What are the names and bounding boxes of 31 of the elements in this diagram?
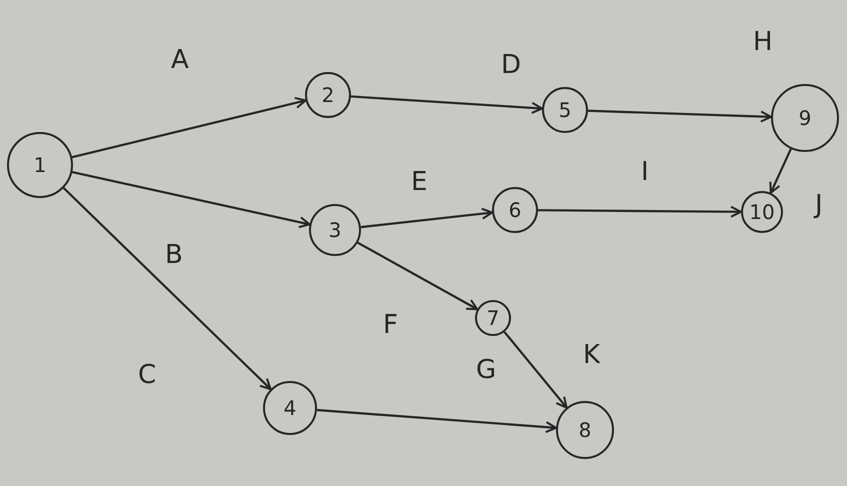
- arrow: [360, 208, 494, 228]
- event-circle: [741, 191, 783, 233]
- event-circle: [263, 381, 317, 435]
- event-circle: [492, 187, 538, 233]
- arrow: [72, 96, 307, 158]
- arrow: [62, 187, 272, 390]
- arrow: [316, 408, 558, 434]
- node-number: 2: [322, 85, 334, 105]
- arrow: [588, 110, 772, 123]
- event-circle: [7, 132, 73, 198]
- node-number: 5: [558, 100, 572, 120]
- event-circle: [305, 72, 351, 118]
- event-circle: [556, 401, 614, 459]
- arrow: [504, 331, 568, 409]
- node-number: 7: [486, 308, 500, 328]
- node-number: 8: [578, 420, 592, 440]
- arrow: [538, 206, 742, 218]
- event-circle: [771, 84, 839, 152]
- event-circle: [475, 300, 511, 336]
- event-circle: [309, 204, 361, 256]
- node-number: 9: [798, 108, 812, 128]
- arrow: [357, 242, 478, 310]
- node-number: 4: [284, 398, 296, 418]
- node-number: 3: [328, 220, 342, 240]
- node-number: 6: [508, 200, 522, 220]
- node-number: 10: [749, 202, 775, 222]
- node-number: 1: [34, 155, 46, 175]
- event-circle: [542, 87, 588, 133]
- arrow: [350, 95, 544, 114]
- arrow: [72, 171, 311, 228]
- arrow: [769, 148, 792, 194]
